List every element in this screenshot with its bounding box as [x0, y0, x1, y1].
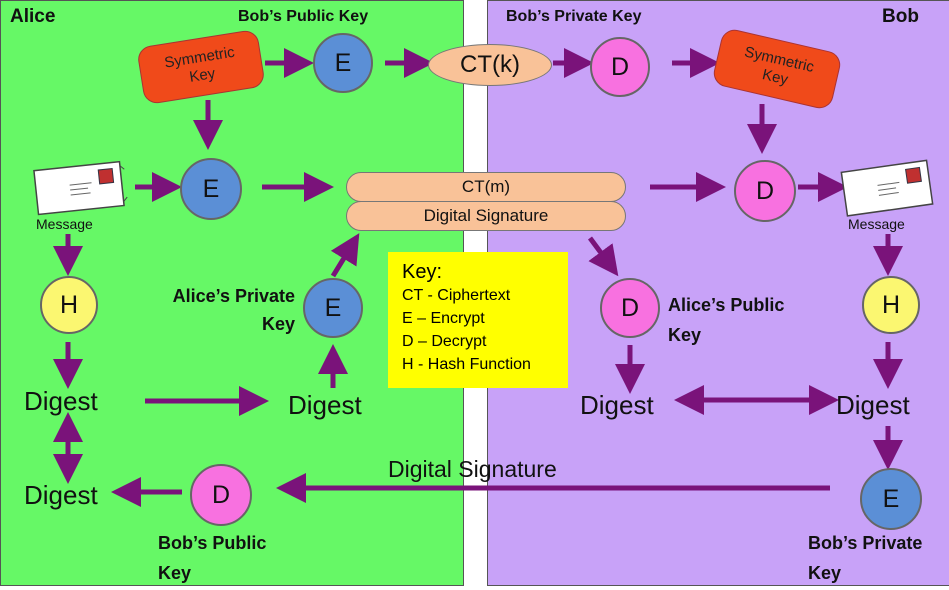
- legend-row: D – Decrypt: [402, 333, 487, 350]
- decrypt-message-node: D: [734, 160, 796, 222]
- bobs-private-key-label-top: Bob’s Private Key: [506, 8, 642, 25]
- legend-row: E – Encrypt: [402, 310, 485, 327]
- encrypt-bob-signature-node: E: [860, 468, 922, 530]
- ciphertext-message-pill: CT(m): [346, 172, 626, 202]
- alice-title: Alice: [10, 6, 56, 27]
- digital-signature-pill: Digital Signature: [346, 201, 626, 231]
- alices-private-key-label: Alice’s Private Key: [172, 286, 295, 334]
- encrypt-message-node: E: [180, 158, 242, 220]
- alice-message-label: Message: [36, 216, 93, 232]
- alice-digest-computed: Digest: [24, 386, 98, 416]
- legend: Key: CT - Ciphertext E – Encrypt D – Dec…: [388, 252, 568, 388]
- encrypt-key-node: E: [313, 33, 373, 93]
- alices-public-key-label: Alice’s Public Key: [668, 295, 785, 345]
- alice-digest-recovered: Digest: [24, 480, 98, 510]
- legend-row: CT - Ciphertext: [402, 287, 511, 304]
- alice-digest-to-sign: Digest: [288, 390, 362, 420]
- encrypt-signature-node: E: [303, 278, 363, 338]
- bobs-public-key-label-bottom: Bob’s Public Key: [158, 533, 267, 583]
- arrow-e-to-sig: [330, 233, 360, 278]
- digital-signature-line-label: Digital Signature: [388, 456, 557, 482]
- legend-title: Key:: [402, 261, 443, 283]
- bob-envelope-icon: [840, 159, 934, 217]
- bob-message-label: Message: [848, 216, 905, 232]
- ciphertext-key-node: CT(k): [428, 44, 552, 86]
- decrypt-signature-node: D: [600, 278, 660, 338]
- legend-row: H - Hash Function: [402, 356, 531, 373]
- alice-envelope-icon: [33, 160, 128, 216]
- decrypt-key-node: D: [590, 37, 650, 97]
- bob-digest-computed: Digest: [836, 390, 910, 420]
- bob-hash-node: H: [862, 276, 920, 334]
- alice-hash-node: H: [40, 276, 98, 334]
- bob-title: Bob: [882, 6, 919, 27]
- bob-digest-from-signature: Digest: [580, 390, 654, 420]
- bobs-public-key-label-top: Bob’s Public Key: [238, 8, 369, 25]
- decrypt-bob-signature-node: D: [190, 464, 252, 526]
- arrow-sig-to-d-bob: [587, 236, 619, 277]
- bobs-private-key-label-bottom: Bob’s Private Key: [808, 533, 923, 583]
